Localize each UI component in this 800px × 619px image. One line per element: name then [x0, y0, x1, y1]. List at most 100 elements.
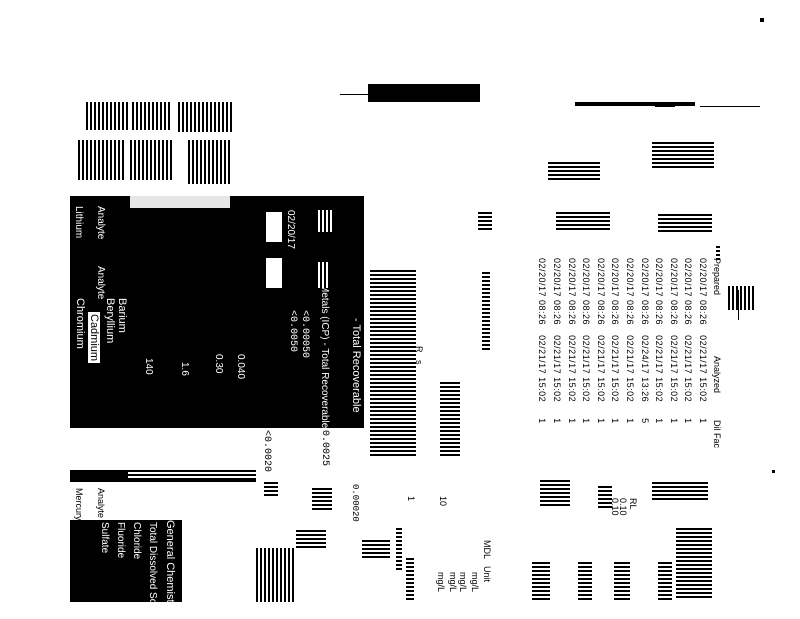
- redaction-bar: [575, 102, 695, 106]
- prep-row: 02/20/17 08:2602/21/17 15:021: [683, 258, 693, 424]
- dil-cell: 1: [537, 418, 548, 424]
- analyzed-cell: 02/21/17 15:02: [595, 335, 606, 403]
- prepared-cell: 02/20/17 08:26: [552, 258, 562, 326]
- redaction-block: [548, 160, 600, 180]
- redaction-box: [316, 262, 330, 288]
- redaction-column: [478, 210, 492, 230]
- analyzed-cell: 02/24/17 13:26: [639, 335, 650, 403]
- general-title: General Chemistry: [164, 520, 176, 612]
- prep-row: 02/20/17 08:26 02/21/17 15:02 1: [567, 258, 577, 424]
- redaction-block: [178, 102, 234, 132]
- metal-item: Cadmium: [88, 312, 100, 364]
- prep-row: 02/20/17 08:2602/21/17 15:021: [581, 258, 591, 424]
- general-col-mercury: Mercury: [74, 488, 84, 521]
- redaction-block: [406, 558, 414, 600]
- dil-cell: 1: [552, 418, 562, 424]
- analyzed-cell: 02/21/17 15:02: [566, 335, 577, 403]
- dil-cell: 5: [639, 418, 650, 424]
- ten-label: 10: [438, 496, 448, 507]
- analyzed-cell: 02/21/17 15:02: [610, 335, 621, 403]
- rule-line: [700, 106, 760, 107]
- prep-row: 02/20/17 08:2602/21/17 15:021: [698, 258, 708, 424]
- metal-item: Barium: [116, 298, 128, 333]
- rl-header: RL: [628, 498, 638, 510]
- redaction-block: [652, 480, 708, 500]
- redaction-column: [370, 268, 416, 456]
- redaction-block: [188, 140, 230, 184]
- redaction-block: [132, 102, 170, 130]
- prepared-cell: 02/20/17 08:26: [581, 258, 592, 326]
- general-col-analyte: Analyte: [96, 488, 106, 519]
- corner-mark: [760, 18, 764, 22]
- redaction-bar: [368, 84, 480, 102]
- analyzed-cell: 02/21/17 15:02: [552, 335, 562, 403]
- col-analyte2: Analyte: [95, 266, 106, 300]
- r-label: R: [414, 346, 424, 353]
- one-label: 1: [406, 496, 416, 502]
- prepared-cell: 02/20/17 08:26: [639, 258, 650, 326]
- dil-cell: 1: [595, 418, 606, 424]
- redaction-block: [78, 140, 124, 180]
- dil-cell: 1: [654, 418, 665, 424]
- general-item: Fluoride: [115, 522, 126, 559]
- unit-row: mg/L: [458, 572, 468, 593]
- prep-row: 02/20/17 08:2602/21/17 15:021: [596, 258, 606, 424]
- redaction-block: [614, 560, 630, 600]
- unit-row: mg/L: [448, 572, 458, 593]
- analyzed-cell: 02/21/17 15:02: [683, 335, 694, 403]
- redaction-block: [556, 210, 610, 230]
- prepared-header: Prepared: [712, 258, 722, 296]
- prepared-cell: 02/20/17 08:26: [654, 258, 665, 326]
- metals-value: <0.00050: [299, 310, 310, 359]
- redaction-column: [440, 380, 460, 456]
- redaction-box: [316, 210, 332, 232]
- prep-date: 02/20/17: [285, 210, 296, 249]
- metals-number: 140: [143, 358, 154, 375]
- redaction-block: [658, 560, 672, 600]
- redaction-block: [130, 140, 174, 180]
- redaction-block: [86, 102, 130, 130]
- prepared-cell: 02/20/17 08:26: [537, 258, 548, 326]
- metals-subtitle: Metals (ICP) - Total Recoverable: [319, 284, 330, 429]
- redaction-block: [128, 470, 256, 480]
- metals-number: 0.30: [213, 354, 224, 374]
- dil-cell: 1: [610, 418, 621, 424]
- metals-number: 1.6: [179, 362, 190, 376]
- unit-row: mg/L: [470, 572, 480, 593]
- metals-number: 0.040: [235, 354, 246, 380]
- mdl-header: MDL: [482, 540, 492, 560]
- prep-row: 02/20/17 08:2602/21/17 15:021: [625, 258, 635, 424]
- redaction-column: [482, 270, 490, 350]
- dil-cell: 1: [683, 418, 694, 424]
- metals-value: <0.0050: [287, 310, 298, 353]
- dilfac-header: Dil Fac: [712, 420, 722, 449]
- analyzed-cell: 02/21/17 15:02: [654, 335, 665, 403]
- analyzed-cell: 02/21/17 15:02: [668, 335, 679, 403]
- lithium-label: Lithium: [73, 206, 84, 239]
- redaction-block: [296, 528, 326, 548]
- redaction-bar: [655, 102, 675, 107]
- analyzed-cell: 02/21/17 15:02: [537, 335, 548, 403]
- dil-cell: 1: [581, 418, 592, 424]
- lower-panel: [70, 520, 182, 602]
- prep-row: 02/20/17 08:26 02/24/17 13:26 5: [640, 258, 650, 424]
- redaction-block: [532, 560, 550, 600]
- metals-inner-white: [130, 282, 360, 422]
- redaction-block: [312, 488, 332, 510]
- rule-line: [340, 94, 480, 95]
- analyzed-cell: 02/21/17 15:02: [698, 335, 708, 403]
- redaction-block: [256, 548, 296, 602]
- metal-item: Beryllium: [104, 298, 116, 344]
- redaction-block: [578, 560, 592, 600]
- metals-value: <0.0020: [261, 430, 272, 473]
- redaction-box: [266, 258, 282, 288]
- section-title: - Total Recoverable: [350, 318, 362, 413]
- redaction-block: [396, 526, 402, 570]
- dil-cell: 1: [668, 418, 679, 424]
- corner-mark: [772, 470, 775, 473]
- prepared-cell: 02/20/17 08:26: [566, 258, 577, 326]
- redaction-strip: [130, 196, 230, 208]
- dil-cell: 1: [566, 418, 577, 424]
- redaction-box: [266, 212, 282, 242]
- prepared-cell: 02/20/17 08:26: [698, 258, 708, 326]
